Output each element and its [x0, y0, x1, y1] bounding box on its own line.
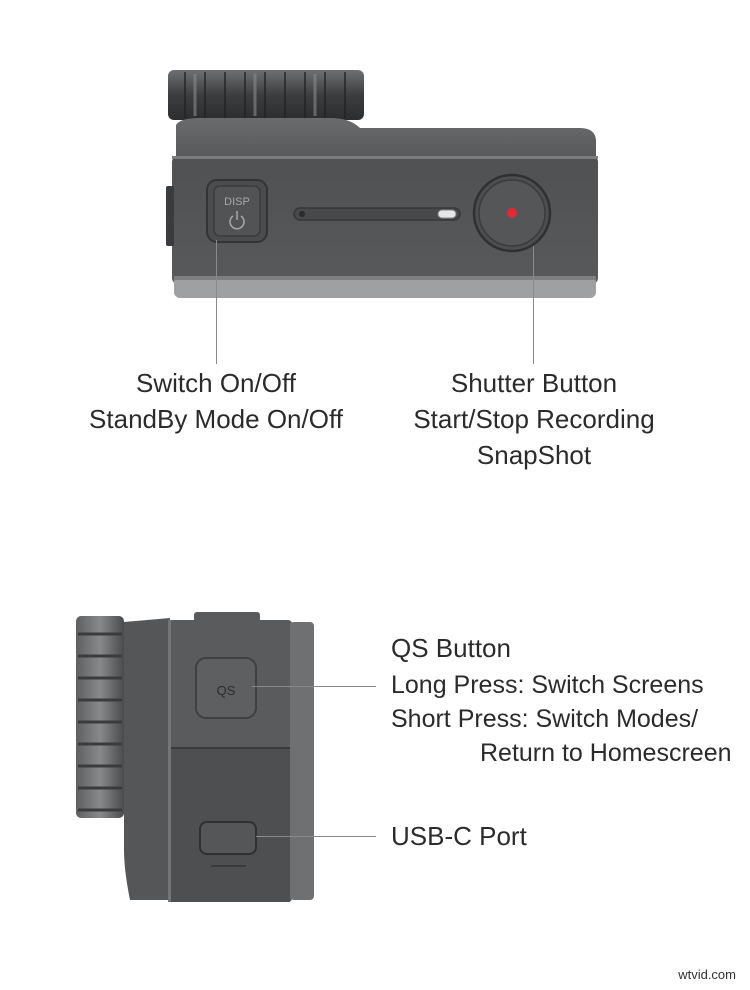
- qs-callout-title: QS Button: [391, 633, 511, 663]
- camera-side-view: QS: [76, 612, 314, 902]
- power-callout-line2: StandBy Mode On/Off: [89, 404, 343, 434]
- lens-ring: [168, 70, 364, 120]
- shutter-callout-line3: SnapShot: [476, 440, 592, 470]
- usb-callout-line: [256, 836, 376, 837]
- qs-label: QS: [217, 683, 236, 698]
- power-callout: Switch On/Off StandBy Mode On/Off: [60, 365, 372, 437]
- watermark: wtvid.com: [678, 967, 736, 982]
- qs-callout-line3: Return to Homescreen: [480, 739, 732, 767]
- power-callout-line: [216, 240, 217, 364]
- camera-top-housing: [176, 118, 596, 160]
- camera-top-view: DISP: [166, 70, 598, 298]
- shutter-callout-title: Shutter Button: [450, 368, 618, 398]
- qs-button[interactable]: QS: [195, 657, 257, 719]
- lens-ring-side: [76, 616, 124, 818]
- qs-callout-line1: Long Press: Switch Screens: [391, 671, 704, 699]
- shutter-callout-line: [533, 246, 534, 364]
- shutter-button[interactable]: [472, 173, 552, 253]
- qs-callout-line: [252, 686, 376, 687]
- power-icon: [229, 211, 245, 230]
- disp-power-button[interactable]: DISP: [206, 179, 268, 243]
- camera-grip: [124, 618, 170, 900]
- recording-indicator-icon: [507, 208, 517, 218]
- disp-label: DISP: [224, 196, 250, 208]
- usb-callout-title: USB-C Port: [391, 821, 527, 851]
- shutter-callout-line2: Start/Stop Recording: [413, 404, 655, 434]
- qs-callout-line2: Short Press: Switch Modes/: [391, 705, 699, 733]
- power-callout-line1: Switch On/Off: [136, 368, 296, 398]
- usb-c-port-latch[interactable]: [199, 821, 257, 867]
- status-light-bar: [293, 207, 461, 221]
- shutter-callout: Shutter Button Start/Stop Recording Snap…: [394, 365, 674, 473]
